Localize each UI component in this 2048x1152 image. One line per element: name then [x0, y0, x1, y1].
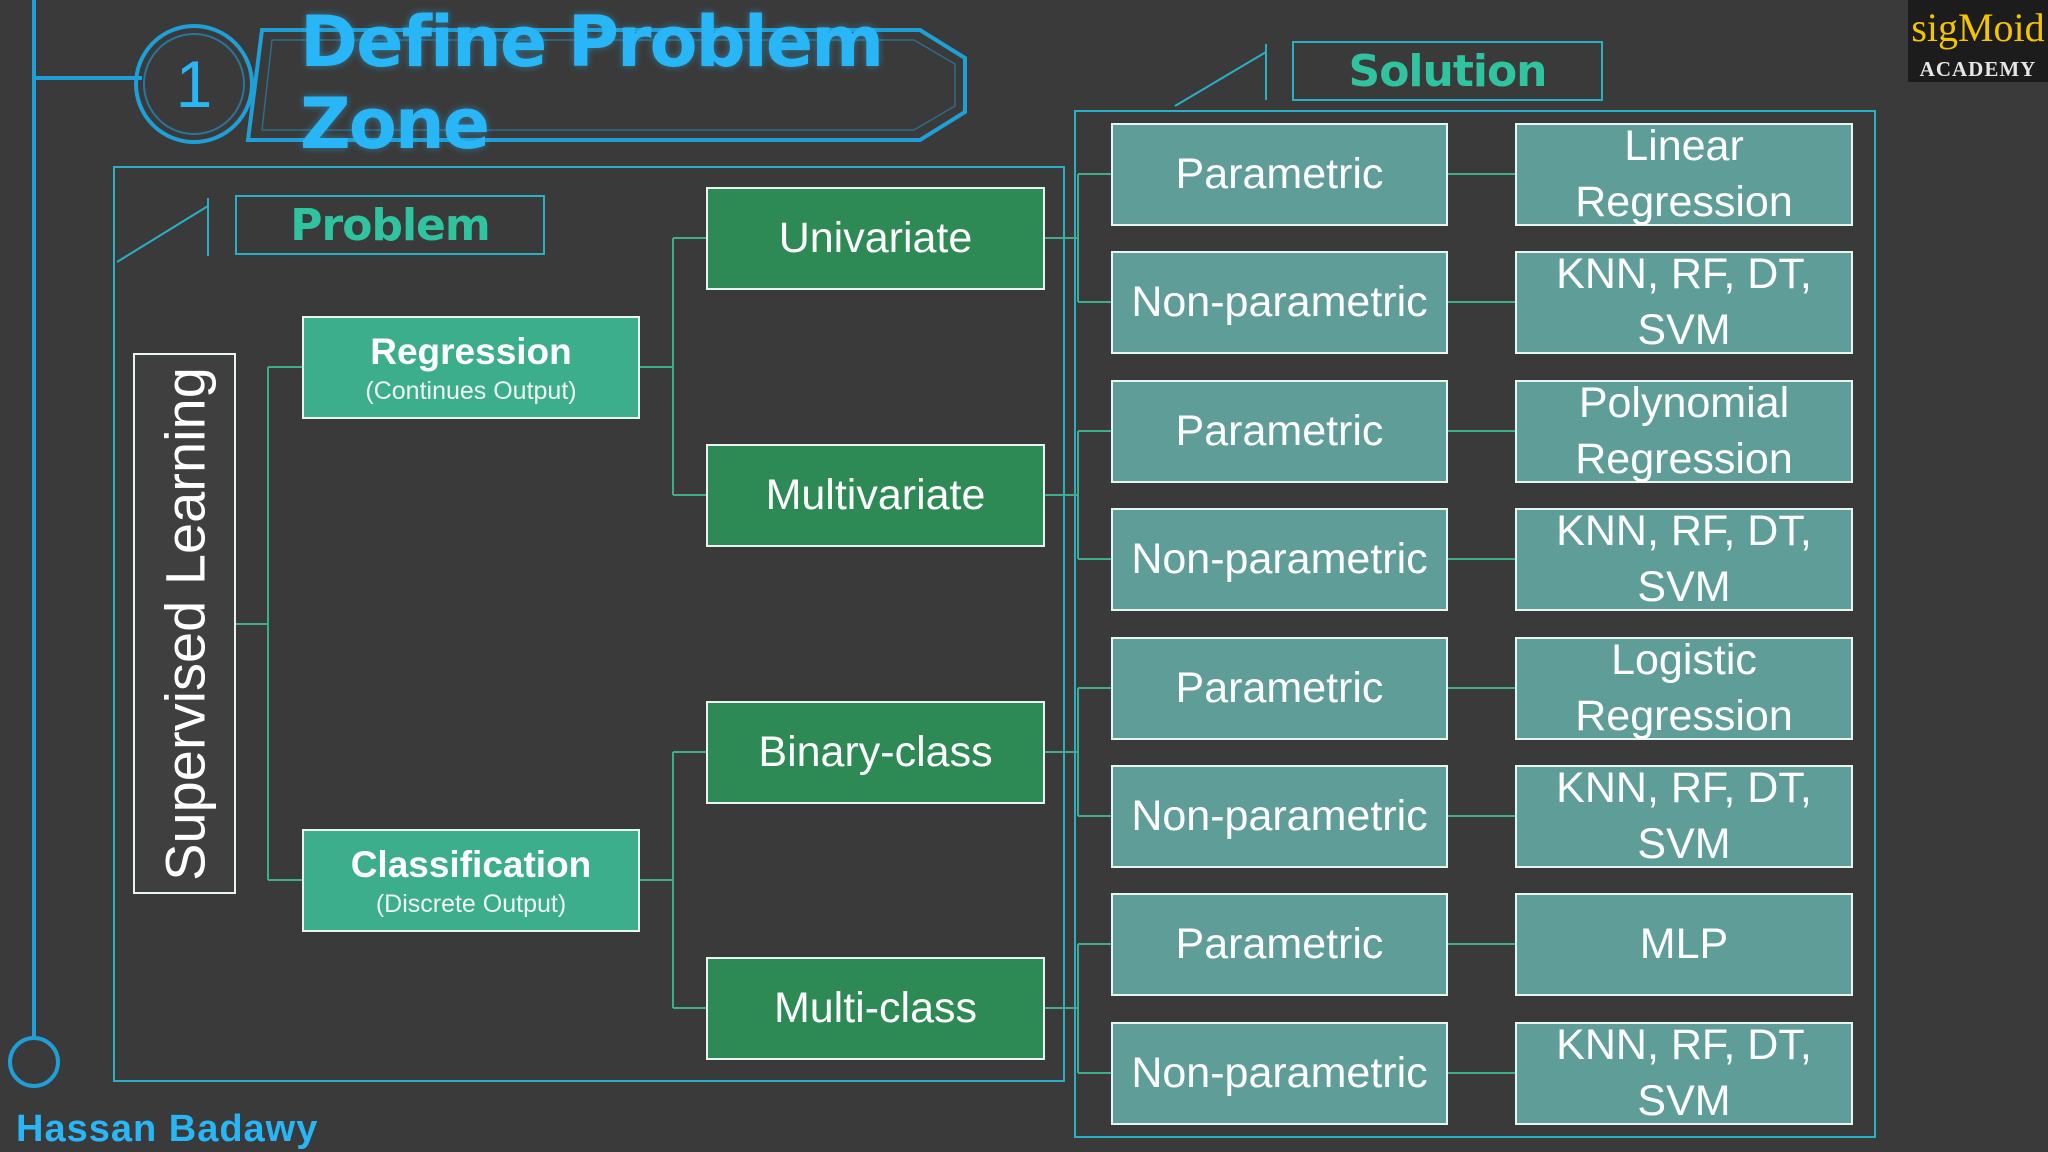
model-node-5: Logistic Regression: [1515, 636, 1853, 740]
classification-subtitle: (Discrete Output): [375, 890, 567, 919]
classification-node: Classification (Discrete Output): [302, 829, 640, 932]
solution-label: Solution: [1348, 45, 1548, 97]
multi-class-node: Multi-class: [706, 957, 1045, 1060]
sigmoid-academy-logo: sigMoid ACADEMY: [1908, 0, 2048, 82]
model-node-8: KNN, RF, DT, SVM: [1515, 1021, 1853, 1125]
univariate-node: Univariate: [706, 187, 1045, 290]
model-node-6: KNN, RF, DT, SVM: [1515, 764, 1853, 868]
model-node-2: KNN, RF, DT, SVM: [1515, 250, 1853, 354]
model-node-4: KNN, RF, DT, SVM: [1515, 507, 1853, 611]
logo-subtitle: ACADEMY: [1919, 56, 2037, 81]
classification-title: Classification: [350, 843, 592, 885]
author-name: Hassan Badawy: [16, 1108, 319, 1150]
multivariate-node: Multivariate: [706, 444, 1045, 547]
model-node-1: Linear Regression: [1515, 122, 1853, 226]
method-node-4: Non-parametric: [1111, 508, 1448, 611]
step-number: 1: [175, 47, 213, 121]
method-node-5: Parametric: [1111, 637, 1448, 740]
method-node-8: Non-parametric: [1111, 1022, 1448, 1125]
method-node-2: Non-parametric: [1111, 251, 1448, 354]
method-node-3: Parametric: [1111, 380, 1448, 483]
method-node-6: Non-parametric: [1111, 765, 1448, 868]
root-label: Supervised Learning: [153, 366, 216, 881]
model-node-7: MLP: [1515, 893, 1853, 996]
supervised-learning-root: Supervised Learning: [133, 353, 236, 894]
regression-node: Regression (Continues Output): [302, 316, 640, 419]
binary-class-node: Binary-class: [706, 701, 1045, 804]
regression-title: Regression: [370, 330, 572, 372]
regression-subtitle: (Continues Output): [365, 377, 577, 406]
page-title: Define Problem Zone: [300, 1, 884, 165]
method-node-1: Parametric: [1111, 123, 1448, 226]
problem-label: Problem: [290, 199, 490, 251]
method-node-7: Parametric: [1111, 893, 1448, 996]
logo-wordmark: sigMoid: [1911, 4, 2045, 50]
model-node-3: Polynomial Regression: [1515, 379, 1853, 483]
